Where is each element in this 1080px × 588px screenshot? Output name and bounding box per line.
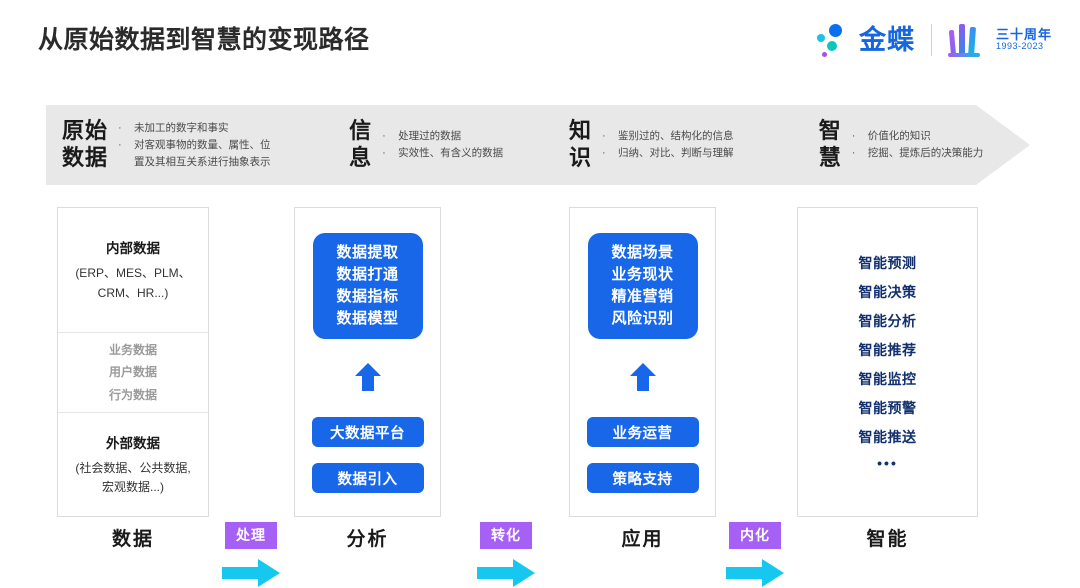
bullet-dot-icon: · (851, 147, 856, 159)
application-main-box: 数据场景 业务现状 精准营销 风险识别 (587, 233, 698, 339)
bullet-dot-icon: · (118, 139, 122, 152)
brand-logo: 金蝶 三十周年 1993-2023 (815, 18, 1052, 62)
stage-bullet: · 归纳、对比、判断与理解 (602, 145, 734, 162)
bullet-dot-icon: · (118, 122, 122, 135)
pipeline: 内部数据 (ERP、MES、PLM、 CRM、HR...) 业务数据 用户数据 … (0, 207, 1080, 587)
connector-label: 内化 (729, 522, 781, 549)
stage-bullet-text: 挖掘、提炼后的决策能力 (867, 147, 984, 159)
stage-bullet-list: · 未加工的数字和事实 · 对客观事物的数量、属性、位 置及其相互关系进行抽象表示 (118, 120, 271, 170)
intelligence-item: 智能监控 (858, 371, 917, 388)
bottom-label-analysis: 分析 (346, 529, 389, 550)
stage-bullet-list: · 价值化的知识 · 挖掘、提炼后的决策能力 (852, 128, 984, 162)
application-pill-strategy: 策略支持 (586, 463, 699, 493)
bullet-dot-icon: · (601, 129, 606, 142)
intelligence-list: 智能预测 智能决策 智能分析 智能推荐 智能监控 智能预警 智能推送 ••• (798, 208, 977, 516)
stage-name: 知 识 (568, 118, 592, 170)
internal-data-title: 内部数据 (106, 241, 160, 257)
stage-bullet: · 挖掘、提炼后的决策能力 (852, 145, 984, 162)
banner-stage-knowledge: 知 识 · 鉴别过的、结构化的信息 · 归纳、对比、判断与理解 (553, 105, 803, 185)
right-arrow-icon (477, 558, 535, 588)
intelligence-item: 智能预警 (858, 400, 917, 417)
stage-bullet-text: 实效性、有含义的数据 (398, 147, 504, 159)
stage-bullet-list: · 鉴别过的、结构化的信息 · 归纳、对比、判断与理解 (602, 128, 734, 162)
right-arrow-icon (222, 558, 280, 588)
stage-name: 原始 数据 (62, 118, 109, 170)
stage-bullet-text: 价值化的知识 (867, 129, 931, 142)
intelligence-item: 智能分析 (858, 313, 917, 330)
stage-name: 信 息 (349, 118, 373, 170)
intelligence-item: 智能决策 (858, 284, 917, 301)
bullet-dot-icon: · (851, 129, 856, 142)
stage-bullet: · 处理过的数据 (382, 128, 503, 145)
stage-bullet: · 未加工的数字和事实 (118, 120, 271, 137)
connector-label: 转化 (480, 522, 532, 549)
stage-bullet: · 实效性、有含义的数据 (382, 145, 503, 162)
intelligence-ellipsis: ••• (877, 455, 898, 472)
bottom-label-data: 数据 (111, 529, 154, 550)
section-internal-data: 内部数据 (ERP、MES、PLM、 CRM、HR...) (58, 208, 208, 333)
connector-label: 处理 (225, 522, 277, 549)
banner-stage-raw-data: 原始 数据 · 未加工的数字和事实 · 对客观事物的数量、属性、位 置及其相互关系进… (46, 105, 333, 185)
page-title: 从原始数据到智慧的变现路径 (38, 26, 370, 54)
stage-bullet-text: 未加工的数字和事实 (134, 122, 229, 135)
intelligence-item: 智能推荐 (858, 342, 917, 359)
stage-bullet: · 对客观事物的数量、属性、位 置及其相互关系进行抽象表示 (118, 137, 271, 170)
data-type-item: 用户数据 (108, 365, 157, 380)
stage-bullet: · 鉴别过的、结构化的信息 (602, 128, 734, 145)
bullet-dot-icon: · (382, 129, 386, 142)
kingdee-dots-icon (815, 21, 849, 59)
stage-bullet: · 价值化的知识 (852, 128, 984, 145)
banner-stage-information: 信 息 · 处理过的数据 · 实效性、有含义的数据 (333, 105, 553, 185)
analysis-pill-platform: 大数据平台 (311, 417, 424, 447)
logo-wordmark: 金蝶 (858, 24, 915, 55)
bottom-label-application: 应用 (621, 529, 664, 550)
section-external-data: 外部数据 (社会数据、公共数据, 宏观数据...) (58, 413, 208, 516)
stage-bullet-text: 归纳、对比、判断与理解 (617, 147, 734, 159)
external-data-title: 外部数据 (106, 435, 160, 451)
up-arrow-icon (629, 363, 656, 391)
bullet-dot-icon: · (382, 147, 386, 159)
application-pill-operations: 业务运营 (586, 417, 699, 447)
up-arrow-icon (354, 363, 381, 391)
internal-data-subtitle: (ERP、MES、PLM、 CRM、HR...) (75, 266, 191, 300)
analysis-pill-ingest: 数据引入 (311, 463, 424, 493)
stage-bullet-text: 鉴别过的、结构化的信息 (617, 129, 734, 142)
anniversary-mark-icon (947, 23, 986, 58)
card-analysis: 数据提取 数据打通 数据指标 数据模型 大数据平台 数据引入 (294, 207, 441, 517)
data-type-item: 业务数据 (108, 343, 157, 358)
external-data-subtitle: (社会数据、公共数据, 宏观数据...) (75, 460, 191, 494)
data-type-item: 行为数据 (108, 387, 157, 402)
intelligence-item: 智能推送 (858, 429, 917, 446)
anniversary-text: 三十周年 1993-2023 (995, 26, 1052, 52)
intelligence-item: 智能预测 (858, 255, 917, 272)
section-data-types: 业务数据 用户数据 行为数据 (58, 333, 208, 413)
banner-stage-wisdom: 智 慧 · 价值化的知识 · 挖掘、提炼后的决策能力 (803, 105, 1030, 185)
connector-internalization: 内化 (726, 522, 784, 588)
anniversary-label: 三十周年 (995, 26, 1052, 42)
stage-bullet-list: · 处理过的数据 · 实效性、有含义的数据 (382, 128, 503, 162)
stage-bullet-text: 处理过的数据 (398, 129, 462, 142)
analysis-main-box: 数据提取 数据打通 数据指标 数据模型 (312, 233, 423, 339)
stage-bullet-text: 对客观事物的数量、属性、位 置及其相互关系进行抽象表示 (134, 139, 271, 168)
stage-name: 智 慧 (818, 118, 842, 170)
card-data-sources: 内部数据 (ERP、MES、PLM、 CRM、HR...) 业务数据 用户数据 … (57, 207, 209, 517)
bottom-label-intelligence: 智能 (866, 529, 909, 550)
stage-banner: 原始 数据 · 未加工的数字和事实 · 对客观事物的数量、属性、位 置及其相互关系进… (46, 105, 1030, 185)
logo-divider (930, 24, 932, 56)
right-arrow-icon (726, 558, 784, 588)
anniversary-years: 1993-2023 (995, 41, 1044, 52)
connector-transformation: 转化 (477, 522, 535, 588)
card-intelligence: 智能预测 智能决策 智能分析 智能推荐 智能监控 智能预警 智能推送 ••• (797, 207, 978, 517)
banner-arrow-shape (46, 105, 1030, 185)
bullet-dot-icon: · (601, 147, 606, 159)
card-application: 数据场景 业务现状 精准营销 风险识别 业务运营 策略支持 (569, 207, 716, 517)
connector-processing: 处理 (222, 522, 280, 588)
